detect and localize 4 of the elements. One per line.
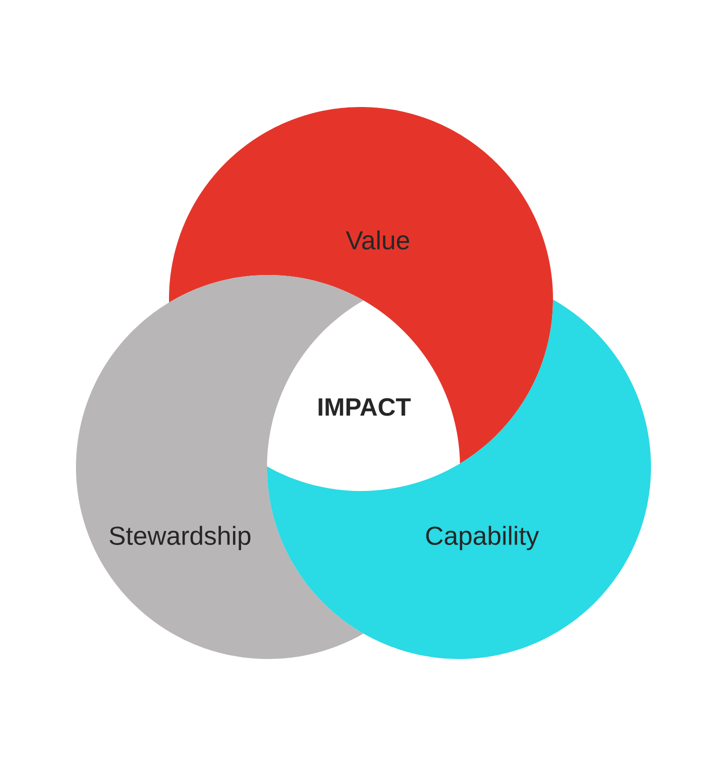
shape-label: Stewardship <box>110 526 250 550</box>
shape-label: Value <box>346 230 410 250</box>
center-label: IMPACT <box>318 398 411 416</box>
shape-label: Capability <box>426 526 539 550</box>
